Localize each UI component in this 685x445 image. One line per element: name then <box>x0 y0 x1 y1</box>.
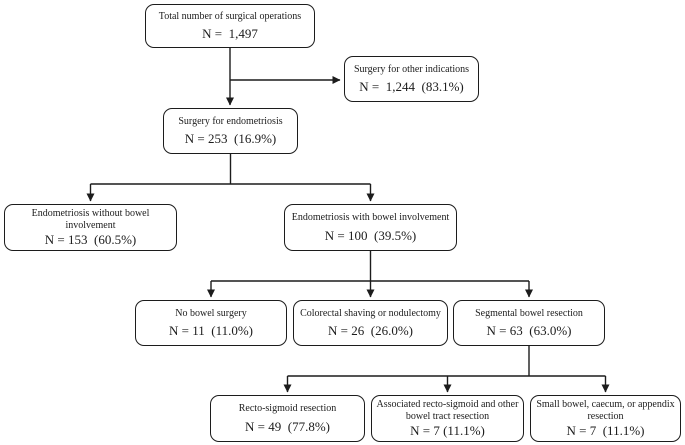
node-label: Small bowel, caecum, or appendix resecti… <box>536 399 675 423</box>
node-label: No bowel surgery <box>175 307 247 319</box>
node-label: Associated recto-sigmoid and other bowel… <box>376 399 519 423</box>
node-value: N = 100 (39.5%) <box>324 228 417 244</box>
node-label: Total number of surgical operations <box>158 11 302 23</box>
node-label: Surgery for other indications <box>353 63 470 75</box>
node-value: N = 253 (16.9%) <box>184 131 277 147</box>
node-label: Colorectal shaving or nodulectomy <box>300 307 441 319</box>
node-surgery-endometriosis: Surgery for endometriosis N = 253 (16.9%… <box>163 108 298 154</box>
node-recto-sigmoid-resection: Recto-sigmoid resection N = 49 (77.8%) <box>210 395 365 442</box>
node-value: N = 1,244 (83.1%) <box>359 79 464 95</box>
node-value: N = 26 (26.0%) <box>328 323 413 339</box>
node-segmental-bowel-resection: Segmental bowel resection N = 63 (63.0%) <box>453 300 605 346</box>
node-label: Surgery for endometriosis <box>178 115 283 127</box>
node-associated-resection: Associated recto-sigmoid and other bowel… <box>371 395 524 442</box>
node-total-operations: Total number of surgical operations N = … <box>145 4 315 48</box>
node-no-bowel-surgery: No bowel surgery N = 11 (11.0%) <box>135 300 287 346</box>
node-label: Recto-sigmoid resection <box>238 403 337 415</box>
node-small-bowel-resection: Small bowel, caecum, or appendix resecti… <box>530 395 681 442</box>
node-colorectal-shaving: Colorectal shaving or nodulectomy N = 26… <box>293 300 448 346</box>
node-other-indications: Surgery for other indications N = 1,244 … <box>344 56 479 102</box>
node-label: Segmental bowel resection <box>475 307 583 319</box>
node-without-bowel-involvement: Endometriosis without bowel involvement … <box>4 204 177 251</box>
node-value: N = 7 (11.1%) <box>410 423 485 439</box>
node-value: N = 49 (77.8%) <box>245 419 330 435</box>
node-label: Endometriosis without bowel involvement <box>31 208 150 232</box>
node-label: Endometriosis with bowel involvement <box>291 212 450 224</box>
node-value: N = 11 (11.0%) <box>169 323 253 339</box>
node-with-bowel-involvement: Endometriosis with bowel involvement N =… <box>284 204 457 251</box>
node-value: N = 153 (60.5%) <box>44 232 137 248</box>
node-value: N = 7 (11.1%) <box>566 423 645 439</box>
node-value: N = 1,497 <box>202 26 258 42</box>
node-value: N = 63 (63.0%) <box>486 323 572 339</box>
